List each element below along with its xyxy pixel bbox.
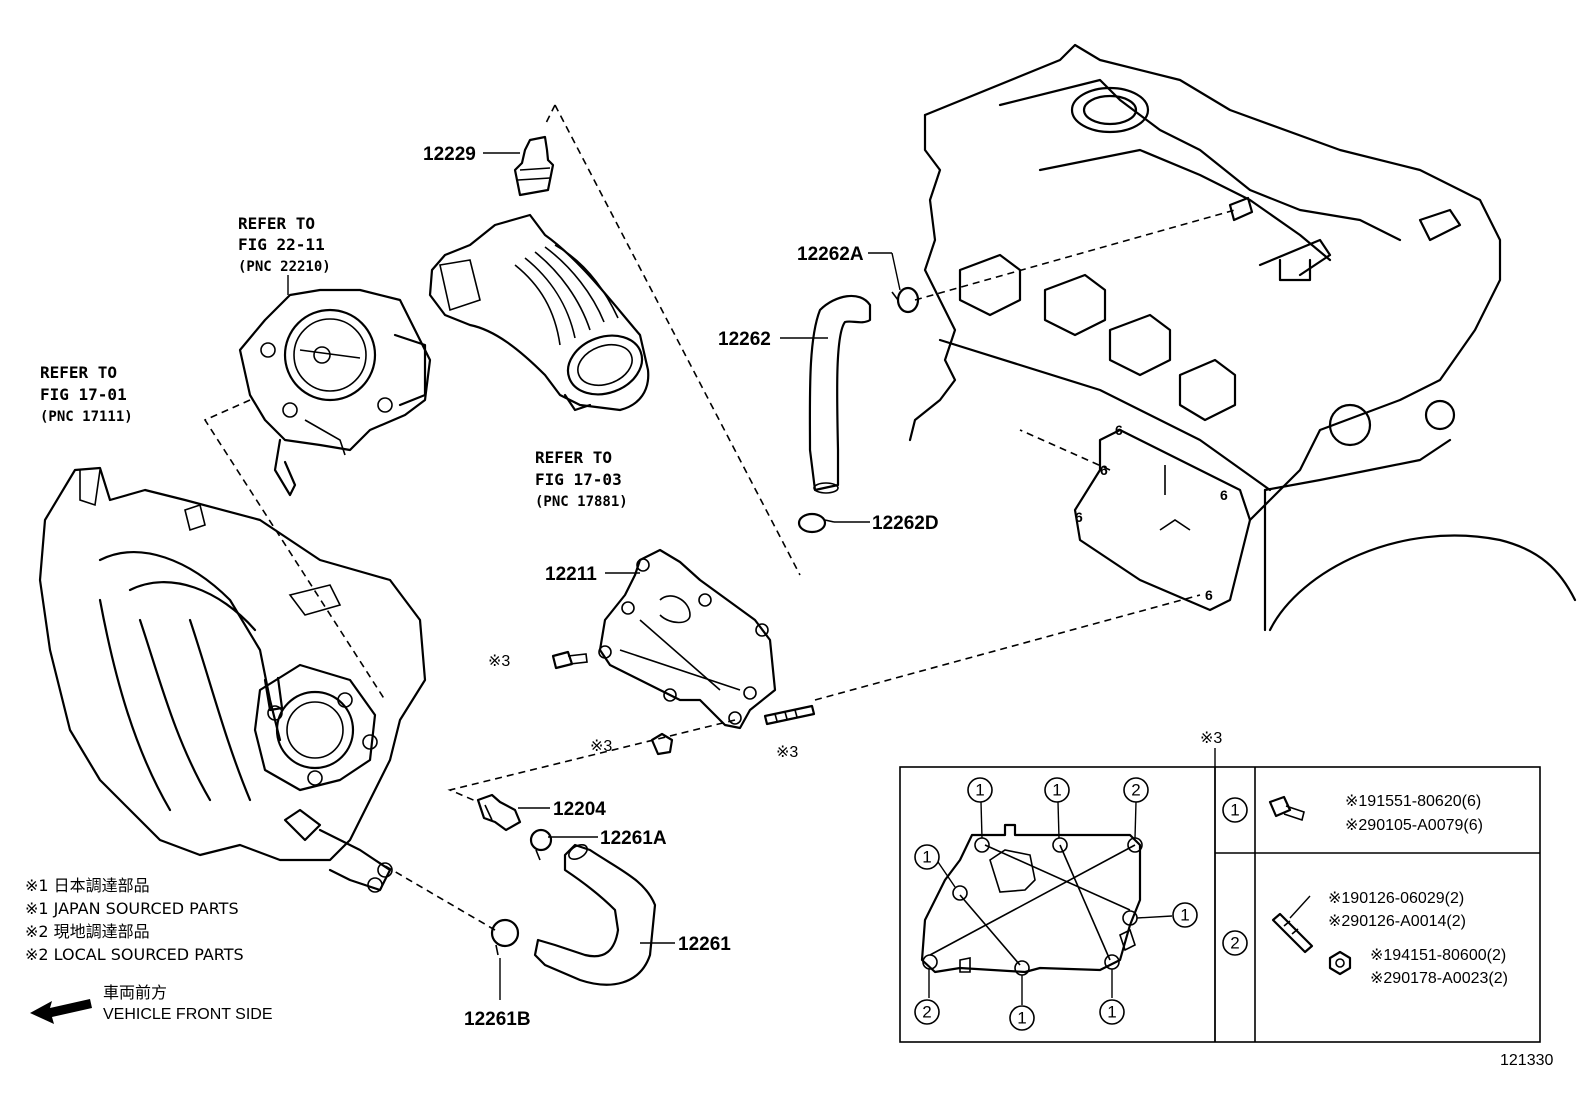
ref-22-11-line1: REFER TO bbox=[238, 214, 315, 233]
gasket-pos-3: 2 bbox=[1131, 781, 1140, 800]
refer-to-fig-22-11: REFER TO FIG 22-11 (PNC 22210) bbox=[238, 214, 331, 275]
refer-to-fig-17-03: REFER TO FIG 17-03 (PNC 17881) bbox=[535, 448, 628, 510]
table-row2-stud-part-b: ※290126-A0014(2) bbox=[1328, 913, 1466, 930]
label-12261A: 12261A bbox=[600, 828, 667, 849]
gasket-layout-illustration bbox=[920, 801, 1173, 1005]
ref-17-01-line1: REFER TO bbox=[40, 363, 117, 382]
note-2-jp: ※2 現地調達部品 bbox=[25, 922, 150, 941]
part-12204-pcv-valve bbox=[476, 793, 522, 832]
svg-text:6: 6 bbox=[1220, 487, 1228, 503]
front-label-en: VEHICLE FRONT SIDE bbox=[103, 1006, 273, 1023]
assembly-lines bbox=[203, 104, 1236, 931]
bolt-mark3-a bbox=[551, 650, 588, 670]
engine-block-illustration: 6 6 6 6 6 bbox=[908, 43, 1577, 632]
mark3-callout-bolt-a: ※3 bbox=[488, 653, 510, 670]
mark3-callout-stud: ※3 bbox=[776, 744, 798, 761]
note-2-en: ※2 LOCAL SOURCED PARTS bbox=[25, 945, 244, 964]
figure-id: 121330 bbox=[1500, 1052, 1553, 1069]
table-row1-part-a: ※191551-80620(6) bbox=[1345, 793, 1481, 810]
note-1-jp: ※1 日本調達部品 bbox=[25, 876, 150, 895]
table-row2-key: 2 bbox=[1230, 934, 1239, 953]
gasket-pos-8: 1 bbox=[1017, 1009, 1026, 1028]
mark3-callout-table: ※3 bbox=[1200, 730, 1222, 747]
svg-text:6: 6 bbox=[1115, 422, 1123, 438]
ref-22-11-line3: (PNC 22210) bbox=[238, 259, 331, 275]
svg-text:6: 6 bbox=[1075, 509, 1083, 525]
gasket-pos-4: 1 bbox=[922, 848, 931, 867]
label-12229: 12229 bbox=[423, 144, 476, 165]
sourcing-notes: ※1 日本調達部品 ※1 JAPAN SOURCED PARTS ※2 現地調達… bbox=[25, 876, 244, 964]
gasket-pos-2: 1 bbox=[1052, 781, 1061, 800]
front-label-jp: 車両前方 bbox=[103, 984, 167, 1002]
refer-to-fig-17-01: REFER TO FIG 17-01 (PNC 17111) bbox=[40, 363, 133, 425]
stud-mark3 bbox=[763, 704, 816, 726]
label-12261B: 12261B bbox=[464, 1009, 531, 1030]
stud-icon bbox=[1271, 895, 1314, 954]
ref-17-01-line3: (PNC 17111) bbox=[40, 409, 133, 425]
gasket-pos-1: 1 bbox=[975, 781, 984, 800]
ref-17-03-line1: REFER TO bbox=[535, 448, 612, 467]
table-row1-part-b: ※290105-A0079(6) bbox=[1345, 817, 1483, 834]
label-12211: 12211 bbox=[545, 564, 597, 585]
label-12262: 12262 bbox=[718, 329, 771, 350]
leader-lines bbox=[287, 152, 901, 1000]
air-cleaner-hose-illustration bbox=[428, 213, 650, 412]
table-row1-key: 1 bbox=[1230, 801, 1239, 820]
svg-text:6: 6 bbox=[1100, 462, 1108, 478]
vehicle-front-indicator: 車両前方 VEHICLE FRONT SIDE bbox=[30, 984, 273, 1024]
part-12229-fitting bbox=[513, 135, 555, 197]
table-row2-stud-part-a: ※190126-06029(2) bbox=[1328, 890, 1464, 907]
label-12261: 12261 bbox=[678, 934, 731, 955]
part-12261A-clip bbox=[529, 828, 553, 861]
throttle-body-illustration bbox=[238, 288, 432, 497]
ref-17-03-line2: FIG 17-03 bbox=[535, 470, 622, 489]
gasket-pos-6: 1 bbox=[1107, 1003, 1116, 1022]
label-12262D: 12262D bbox=[872, 513, 939, 534]
label-12204: 12204 bbox=[553, 799, 606, 820]
fastener-table: 1 1 2 1 1 1 2 1 1 ※191551-80620(6) ※2901… bbox=[899, 766, 1541, 1043]
part-12261B-clip bbox=[490, 918, 520, 956]
table-row2-nut-part-a: ※194151-80600(2) bbox=[1370, 947, 1506, 964]
svg-text:6: 6 bbox=[1205, 587, 1213, 603]
part-12211-cover bbox=[598, 548, 777, 730]
bolt-icon bbox=[1268, 795, 1305, 822]
part-12262D-clip bbox=[797, 512, 835, 534]
front-arrow-icon bbox=[30, 999, 92, 1024]
intake-manifold-illustration bbox=[38, 466, 427, 893]
bolt-mark3-b bbox=[650, 732, 674, 756]
label-12262A: 12262A bbox=[797, 244, 864, 265]
ref-22-11-line2: FIG 22-11 bbox=[238, 235, 325, 254]
mark3-callout-bolt-b: ※3 bbox=[590, 738, 612, 755]
part-12262-hose bbox=[808, 294, 872, 494]
gasket-pos-7: 2 bbox=[922, 1003, 931, 1022]
ref-17-01-line2: FIG 17-01 bbox=[40, 385, 127, 404]
nut-icon bbox=[1328, 950, 1352, 976]
ref-17-03-line3: (PNC 17881) bbox=[535, 494, 628, 510]
part-12262A-clip bbox=[891, 286, 920, 314]
note-1-en: ※1 JAPAN SOURCED PARTS bbox=[25, 899, 239, 918]
gasket-pos-5: 1 bbox=[1180, 906, 1189, 925]
part-12261-hose bbox=[533, 843, 657, 986]
table-row2-nut-part-b: ※290178-A0023(2) bbox=[1370, 970, 1508, 987]
